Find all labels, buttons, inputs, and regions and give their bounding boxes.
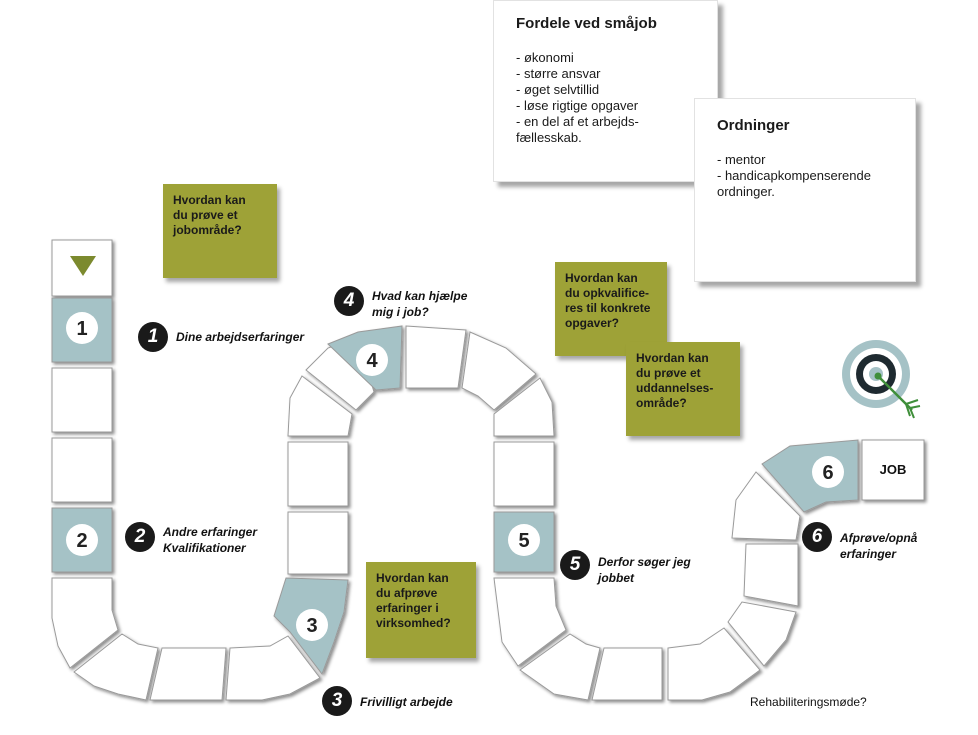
path-number-6: 6 [812,456,844,488]
path-tile [519,633,601,701]
step-text: Andre erfaringer Kvalifikationer [163,525,258,555]
path-number-1: 1 [66,312,98,344]
path-number-3: 3 [296,609,328,641]
footer-text: Rehabiliteringsmøde? [750,695,867,709]
path-tile [727,601,797,667]
path-tile [743,543,799,607]
path-tile [51,437,113,503]
step-text: Frivilligt arbejde [360,695,453,709]
svg-text:5: 5 [518,530,529,552]
path-tile [51,577,119,669]
path-tile [73,633,159,701]
list-item: - løse rigtige opgaver [516,98,639,113]
question-card-virksomhed: Hvordan kan du afprøve erfaringer i virk… [366,562,476,658]
step-text: Derfor søger jeg jobbet [598,555,691,585]
path-tile [287,375,353,437]
list-item: - større ansvar [516,66,601,81]
note-fordele: Fordele ved småjob - økonomi - større an… [493,0,718,182]
question-card-opkvalificering: Hvordan kan du opkvalifice- res til konk… [555,262,667,356]
note-title: Ordninger [717,117,790,134]
svg-text:1: 1 [76,318,87,340]
note-ordninger: Ordninger - mentor - handicapkompenseren… [694,98,916,282]
step-badge: 3 [322,686,352,716]
list-item: - økonomi [516,50,574,65]
svg-text:3: 3 [306,615,317,637]
list-item: ordninger. [717,184,775,199]
step-badge: 2 [125,522,155,552]
path-tile [493,377,555,437]
path-tile [287,441,349,507]
step-badge: 5 [560,550,590,580]
path-tile [287,511,349,575]
path-tile [405,325,467,389]
svg-text:4: 4 [366,350,378,372]
step-text: Hvad kan hjælpe mig i job? [372,289,468,319]
job-tile [861,439,925,501]
job-label: JOB [880,462,907,477]
path-tile [493,577,567,667]
list-item: - øget selvtillid [516,82,600,97]
svg-text:2: 2 [76,530,87,552]
step-text: Dine arbejdserfaringer [176,330,305,344]
list-item: - en del af et arbejds- [516,114,639,129]
svg-text:6: 6 [822,462,833,484]
list-item: - mentor [717,152,766,167]
path-number-4: 4 [356,344,388,376]
path-tile-5 [493,511,555,573]
step-text: Afprøve/opnå erfaringer [840,531,918,561]
path-tile [667,627,761,701]
down-triangle-icon [70,256,96,276]
note-title: Fordele ved småjob [516,15,657,32]
step-badge: 6 [802,522,832,552]
question-card-uddannelse: Hvordan kan du prøve et uddannelses- omr… [626,342,740,436]
list-item: fællesskab. [516,130,582,145]
path-tile [493,441,555,507]
path-tile [149,647,227,701]
path-number-5: 5 [508,524,540,556]
path-tile [591,647,663,701]
path-tile [461,331,537,411]
target-icon [842,340,921,419]
path-tile [51,367,113,433]
list-item: - handicapkompenserende [717,168,871,183]
path-number-2: 2 [66,524,98,556]
path-tile [225,635,321,701]
step-badge: 4 [334,286,364,316]
question-card-jobomraade: Hvordan kan du prøve et jobområde? [163,184,277,278]
step-badge: 1 [138,322,168,352]
path-tile [731,471,801,541]
